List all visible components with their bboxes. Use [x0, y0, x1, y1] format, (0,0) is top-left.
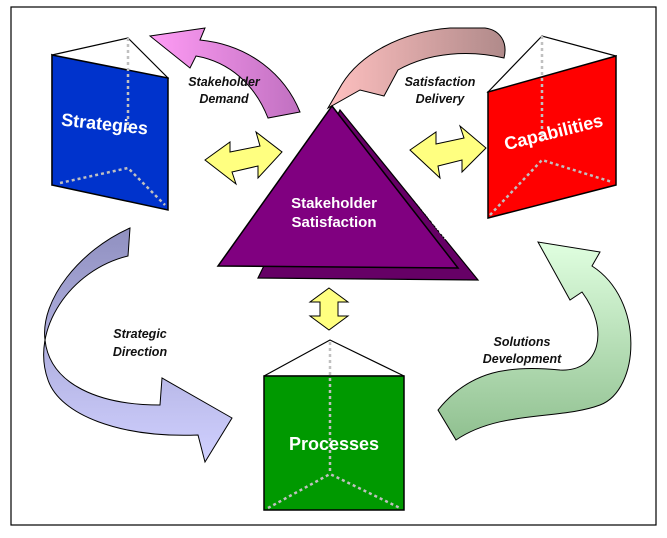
triangle-title-line2: Satisfaction — [291, 214, 376, 231]
capabilities-box: Capabilities — [486, 35, 618, 219]
capabilities-base-dash — [489, 158, 613, 216]
processes-label: Processes — [289, 434, 379, 454]
stakeholder-demand-label-1: Stakeholder — [188, 75, 261, 89]
solutions-development-label-2: Development — [483, 352, 562, 366]
solutions-development-label-1: Solutions — [494, 335, 551, 349]
satisfaction-delivery-label-1: Satisfaction — [405, 75, 476, 89]
strategic-direction-label-2: Direction — [113, 345, 168, 359]
stakeholder-demand-label-2: Demand — [199, 92, 249, 106]
strategies-box: Strategies — [50, 37, 170, 211]
triangle-title-line1: Stakeholder — [291, 195, 377, 212]
double-arrow-strategies — [204, 130, 283, 186]
strategies-base-dash — [59, 166, 166, 206]
strategic-direction-arrow — [43, 227, 233, 464]
processes-front — [263, 375, 405, 511]
satisfaction-delivery-arrow — [326, 27, 506, 110]
double-arrow-capabilities — [409, 124, 487, 180]
stakeholder-satisfaction-triangle — [216, 104, 460, 269]
satisfaction-delivery-label-2: Delivery — [416, 92, 466, 106]
capabilities-front — [487, 55, 617, 219]
stakeholder-demand-arrow — [148, 27, 301, 119]
processes-box: Processes — [263, 339, 405, 511]
processes-base-dash — [267, 472, 401, 510]
solutions-development-arrow — [437, 241, 632, 441]
strategies-front — [51, 54, 169, 211]
double-arrow-processes — [308, 287, 350, 331]
strategic-direction-label-1: Strategic — [113, 327, 167, 341]
